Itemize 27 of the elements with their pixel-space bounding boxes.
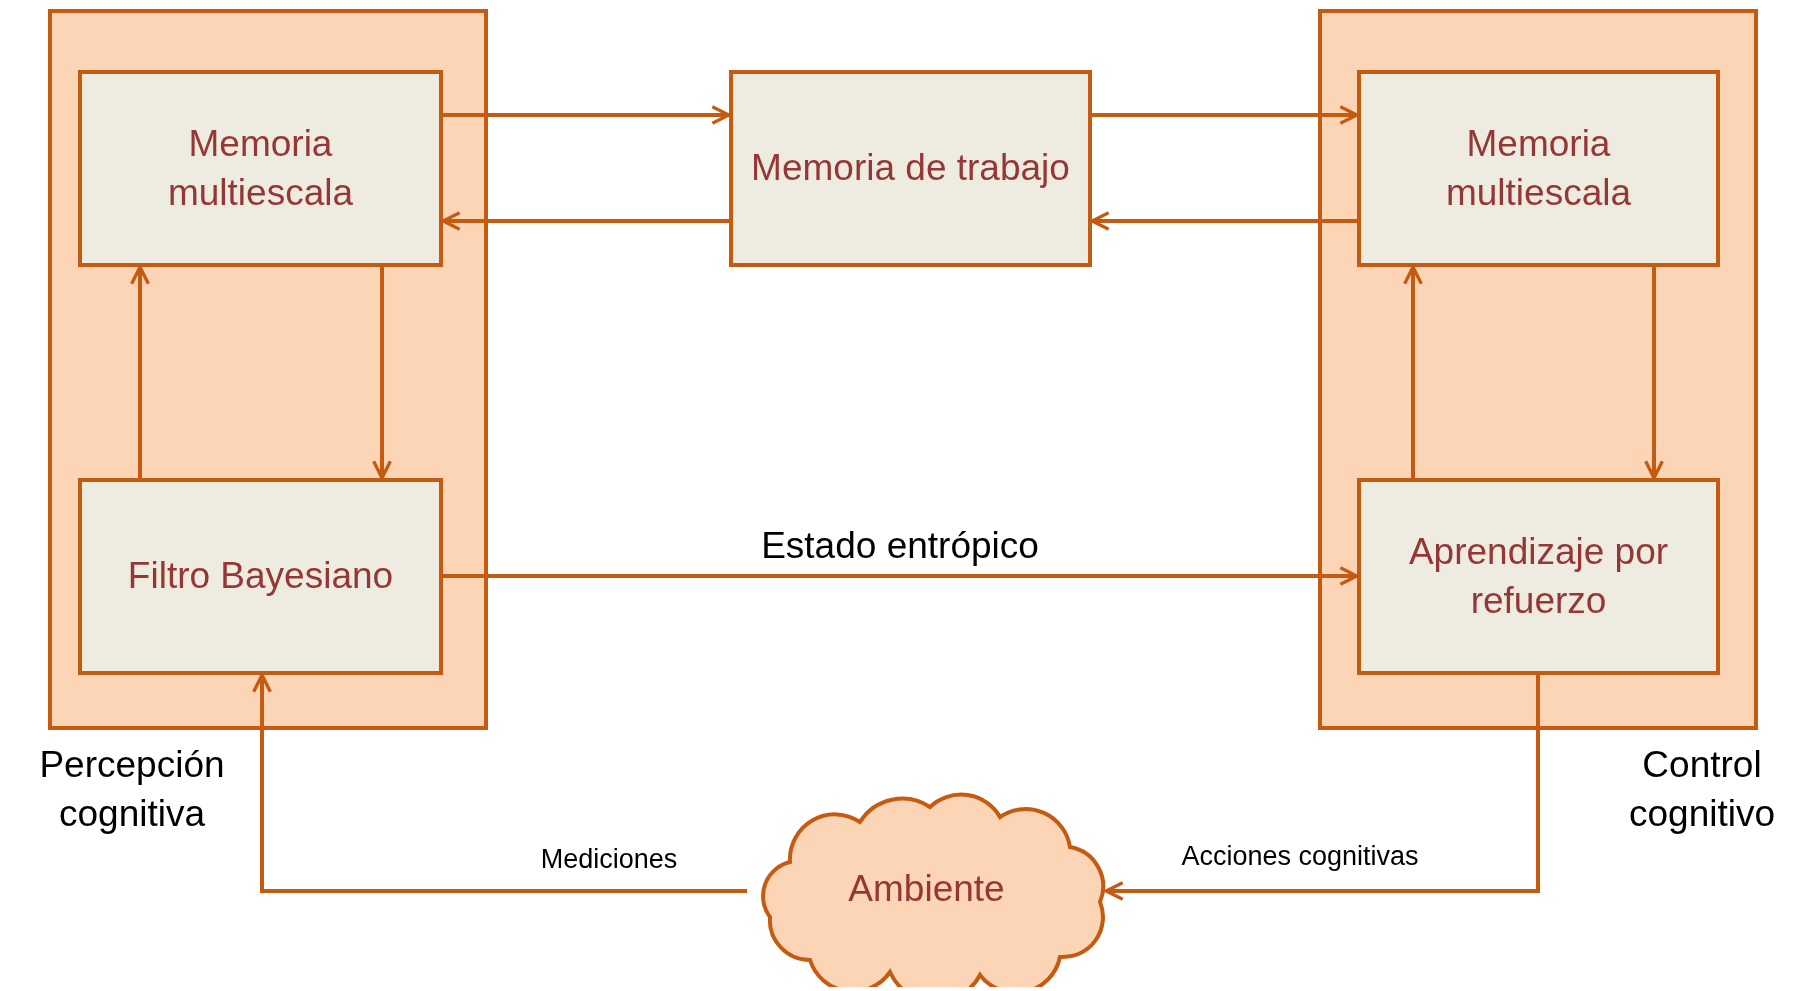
arrow [252,673,747,893]
arrow [443,105,731,125]
node-label: Aprendizaje por refuerzo [1407,530,1670,623]
arrow [1090,211,1357,231]
process-box [78,478,443,675]
group-heading: Control cognitivo [1628,743,1776,836]
arrow [1403,265,1423,478]
arrow [1092,105,1359,125]
process-box [1357,70,1720,267]
node-label: Memoria multiescala [166,122,355,215]
arrow [441,211,729,231]
arrow [443,566,1359,586]
edge-label: Acciones cognitivas [1181,840,1419,872]
arrow [1644,267,1664,480]
arrow [130,265,150,478]
node-label: Memoria de trabajo [751,146,1070,191]
arrow [1104,675,1540,901]
node-label: Ambiente [848,867,1005,912]
edge-label: Estado entrópico [761,525,1039,567]
node-label: Memoria multiescala [1444,122,1633,215]
process-box [1357,478,1720,675]
process-box [729,70,1092,267]
process-box [78,70,443,267]
edge-label: Mediciones [540,843,678,875]
group-heading: Percepción cognitiva [38,743,226,836]
arrow [372,267,392,480]
node-label: Filtro Bayesiano [127,554,394,599]
